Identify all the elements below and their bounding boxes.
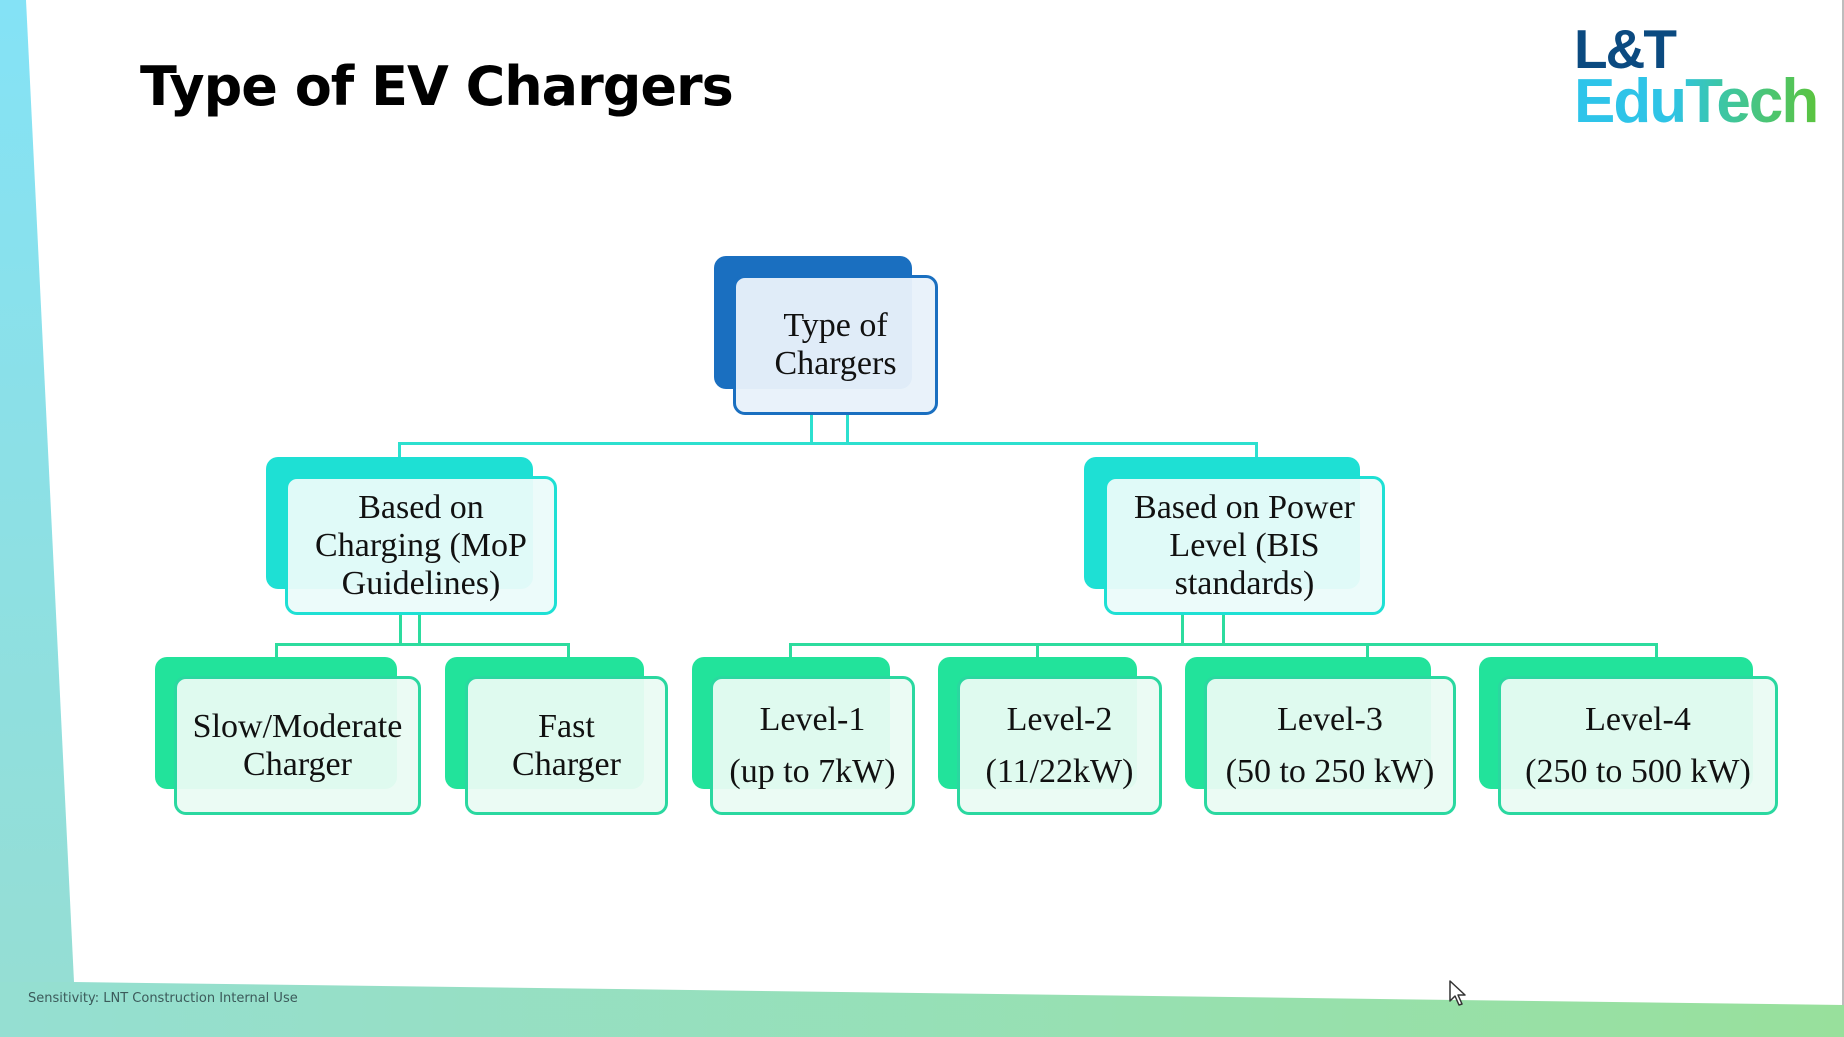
node-label: Level-2 (11/22kW) <box>985 700 1134 790</box>
connector-drop-slow <box>275 643 278 658</box>
node-label: Slow/Moderate Charger <box>192 707 403 783</box>
node-box: Slow/Moderate Charger <box>174 676 421 815</box>
slide-title: Type of EV Chargers <box>140 55 734 118</box>
node-box: Type of Chargers <box>733 275 938 415</box>
node-box: Level-1 (up to 7kW) <box>710 676 915 815</box>
node-label: Level-4 (250 to 500 kW) <box>1525 700 1751 790</box>
connector-root-stem-left <box>810 414 813 445</box>
left-accent-band <box>0 0 74 982</box>
connector-left-bus <box>275 643 570 646</box>
connector-right-stem-a <box>1181 614 1184 645</box>
connector-right-stem-b <box>1222 614 1225 645</box>
node-label: Type of Chargers <box>774 307 897 382</box>
node-label: Level-1 (up to 7kW) <box>729 700 896 790</box>
logo-line-1: L&T <box>1574 18 1677 80</box>
right-edge-line <box>1842 0 1844 1005</box>
connector-left-stem-a <box>399 614 402 645</box>
connector-drop-level-2 <box>1036 643 1039 658</box>
node-box: Level-4 (250 to 500 kW) <box>1498 676 1778 815</box>
node-box: Fast Charger <box>465 676 668 815</box>
connector-drop-level-1 <box>789 643 792 658</box>
node-label: Based on Power Level (BIS standards) <box>1134 488 1355 602</box>
logo-line-2: EduTech <box>1574 67 1819 136</box>
node-box: Based on Charging (MoP Guidelines) <box>285 476 557 615</box>
node-box: Level-3 (50 to 250 kW) <box>1204 676 1456 815</box>
node-box: Level-2 (11/22kW) <box>957 676 1162 815</box>
bottom-accent-band <box>0 982 1844 1037</box>
connector-drop-level-4 <box>1655 643 1658 658</box>
connector-left-stem-b <box>418 614 421 645</box>
node-label: Fast Charger <box>512 707 621 783</box>
node-label: Based on Charging (MoP Guidelines) <box>315 488 527 602</box>
connector-root-stem-right <box>846 414 849 445</box>
connector-top-bus <box>398 442 1258 445</box>
lt-edutech-logo: L&T EduTech <box>1574 18 1819 136</box>
mouse-pointer-icon <box>1449 980 1466 1006</box>
connector-drop-fast <box>567 643 570 658</box>
connector-drop-right-category <box>1255 442 1258 458</box>
connector-drop-level-3 <box>1366 643 1369 658</box>
sensitivity-label: Sensitivity: LNT Construction Internal U… <box>28 991 298 1006</box>
node-box: Based on Power Level (BIS standards) <box>1104 476 1385 615</box>
connector-right-bus <box>789 643 1658 646</box>
node-label: Level-3 (50 to 250 kW) <box>1225 700 1435 790</box>
connector-drop-left-category <box>398 442 401 458</box>
